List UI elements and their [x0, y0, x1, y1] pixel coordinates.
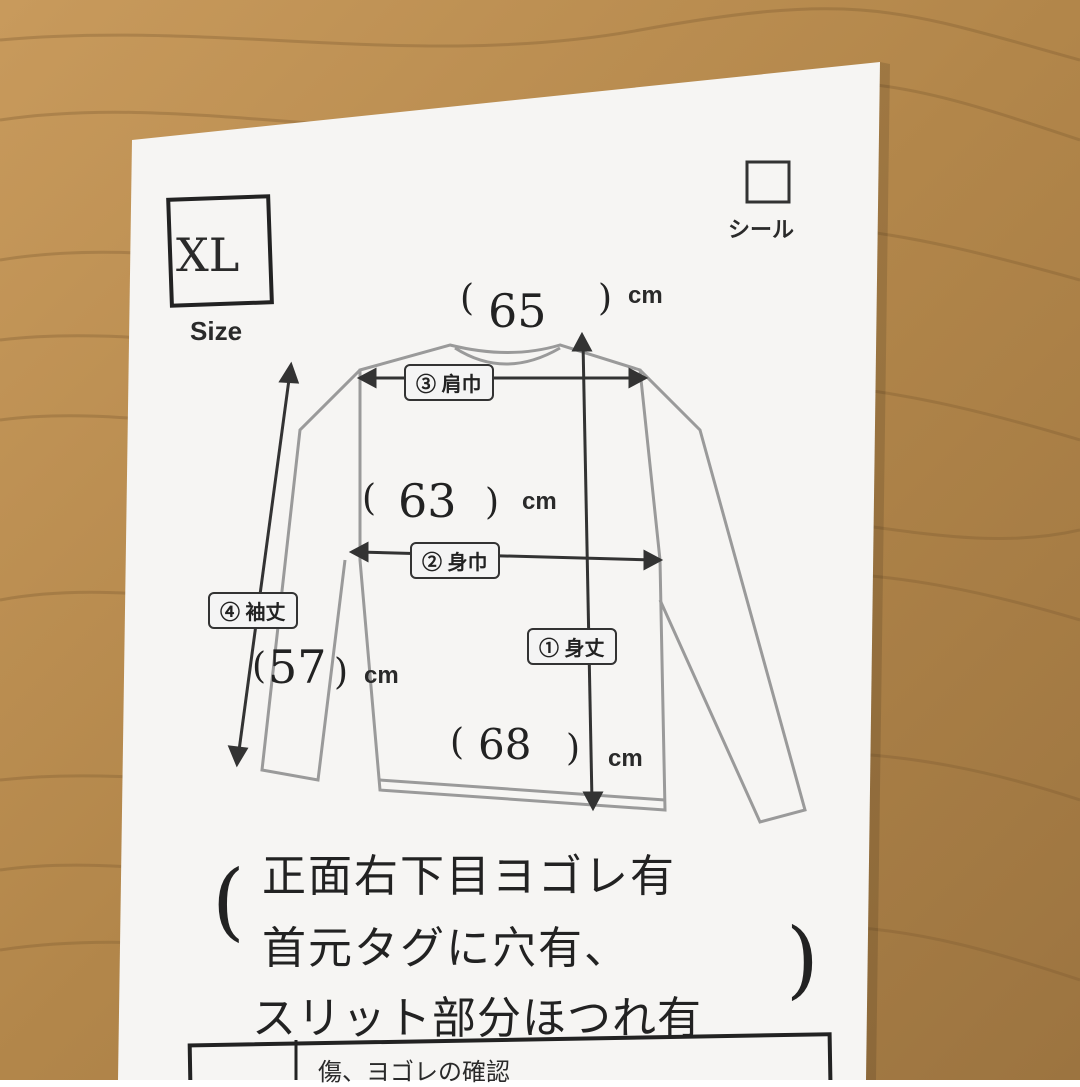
length-value: 68 — [478, 720, 532, 769]
chest-open-paren: ( — [362, 478, 377, 519]
chest-value: 63 — [398, 474, 457, 528]
sticker-label: シール — [728, 217, 795, 242]
sleeve-tag: ④ 袖丈 — [208, 592, 298, 629]
shoulder-value: 65 — [488, 284, 547, 338]
length-unit: cm — [608, 745, 643, 772]
footer-text: 傷、ヨゴレの確認 — [318, 1059, 510, 1086]
note-line-2: 首元タグに穴有、 — [262, 923, 630, 974]
chest-close-paren: ) — [485, 482, 500, 523]
shoulder-open-paren: ( — [460, 278, 475, 319]
measure-arrows — [227, 331, 664, 812]
shoulder-unit: cm — [628, 282, 663, 309]
shoulder-tag: ③ 肩巾 — [404, 364, 494, 401]
size-label: Size — [190, 316, 243, 346]
footer-table — [187, 1032, 833, 1080]
notes-open-paren: ( — [212, 852, 245, 950]
length-open-paren: ( — [450, 722, 465, 763]
sleeve-close-paren: ) — [334, 652, 349, 693]
sticker-checkbox — [745, 160, 791, 204]
length-tag: ① 身丈 — [527, 628, 617, 665]
shoulder-close-paren: ) — [598, 278, 613, 319]
note-line-3: スリット部分ほつれ有 — [252, 993, 702, 1044]
size-box — [166, 194, 274, 308]
chest-tag: ② 身巾 — [410, 542, 500, 579]
sleeve-value: 57 — [268, 640, 327, 694]
sleeve-open-paren: ( — [252, 646, 267, 687]
chest-unit: cm — [522, 488, 557, 515]
note-line-1: 正面右下目ヨゴレ有 — [262, 851, 676, 902]
paper-shadow — [866, 62, 890, 1080]
size-value: XL — [176, 228, 240, 282]
length-close-paren: ) — [566, 728, 581, 769]
sleeve-unit: cm — [364, 662, 399, 689]
notes-close-paren: ) — [786, 910, 819, 1008]
sweater-diagram — [260, 343, 807, 824]
